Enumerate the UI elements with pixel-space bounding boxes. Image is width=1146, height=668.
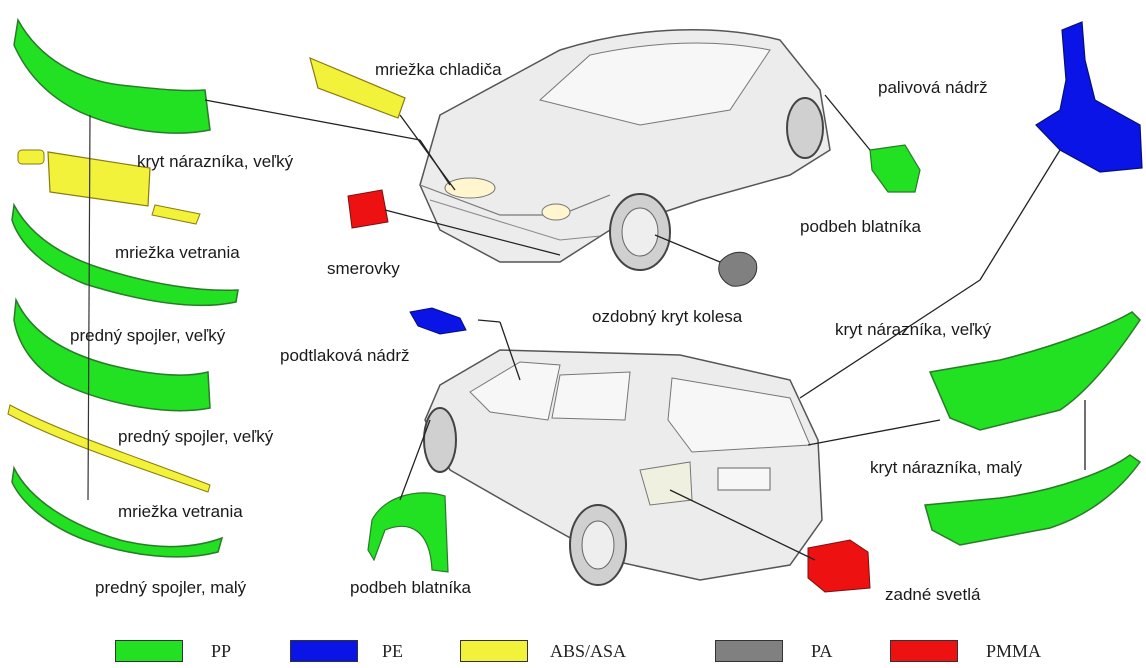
part-vent-grille-center [48,152,150,206]
label-vacuum-tank: podtlaková nádrž [280,346,409,366]
legend-swatch-pmma [890,640,958,662]
part-turn-signal [348,190,388,228]
label-bumper-rear-small: kryt nárazníka, malý [870,458,1022,478]
label-wheel-arch-front: podbeh blatníka [800,217,921,237]
label-wheel-cover: ozdobný kryt kolesa [592,307,742,327]
part-vent-grille-right [152,205,200,224]
part-vent-grille-strip [8,405,210,492]
legend-swatch-pe [290,640,358,662]
part-front-spoiler-large-2 [14,300,210,411]
part-fuel-tank [1036,22,1142,172]
part-vacuum-tank [410,308,466,334]
label-front-spoiler-large-2: predný spojler, veľký [118,427,273,447]
part-wheel-cover [719,252,757,286]
label-front-spoiler-large-1: predný spojler, veľký [70,326,225,346]
car-rear-view [424,350,822,585]
part-wheel-arch-rear [368,493,448,572]
part-bumper-front-large [14,20,210,133]
label-grille-vent-2: mriežka vetrania [118,502,243,522]
label-bumper-front-large: kryt nárazníka, veľký [137,152,293,172]
legend-item-pa: PA [715,637,832,665]
label-front-spoiler-small: predný spojler, malý [95,578,246,598]
label-radiator-grille: mriežka chladiča [375,60,502,80]
part-wheel-arch-front [870,145,920,192]
legend-label-pp: PP [211,641,231,662]
legend-item-pmma: PMMA [890,637,1041,665]
label-wheel-arch-rear: podbeh blatníka [350,578,471,598]
legend-swatch-pa [715,640,783,662]
part-rear-lights [808,540,870,592]
label-rear-lights: zadné svetlá [885,585,980,605]
legend-label-pe: PE [382,641,403,662]
label-turn-signals: smerovky [327,259,400,279]
legend-item-abs-asa: ABS/ASA [460,637,626,665]
legend-label-pmma: PMMA [986,641,1041,662]
label-fuel-tank: palivová nádrž [878,78,988,98]
legend-label-abs-asa: ABS/ASA [550,641,626,662]
legend-item-pp: PP [115,637,231,665]
label-grille-vent: mriežka vetrania [115,243,240,263]
part-vent-grille-left [18,150,44,164]
legend-item-pe: PE [290,637,403,665]
legend-swatch-pp [115,640,183,662]
label-bumper-rear-large: kryt nárazníka, veľký [835,320,991,340]
legend-label-pa: PA [811,641,832,662]
legend-swatch-abs-asa [460,640,528,662]
